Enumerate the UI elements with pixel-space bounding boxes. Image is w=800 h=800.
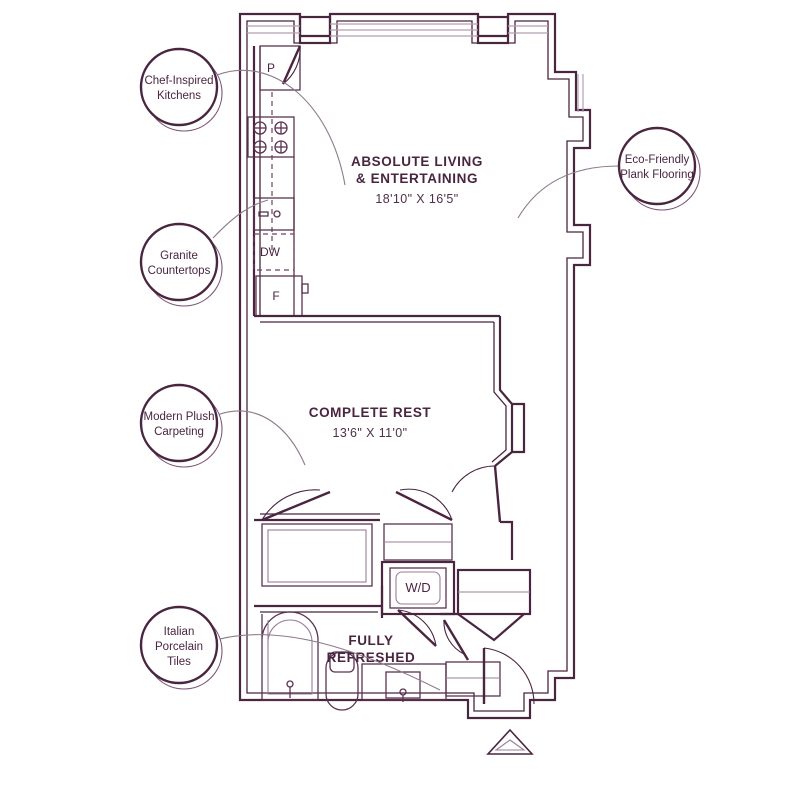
entry-closet — [440, 568, 532, 697]
refrigerator-label: F — [272, 289, 279, 303]
bathroom-title: FULLY — [348, 633, 393, 648]
window-wall-top — [247, 15, 548, 45]
room-labels: ABSOLUTE LIVING & ENTERTAINING 18'10" X … — [309, 154, 483, 665]
badge-porcelain-line1: Italian — [164, 626, 195, 638]
leader-granite — [212, 199, 269, 239]
leader-porcelain — [215, 634, 441, 691]
kitchen-walls: P — [247, 45, 309, 317]
badge-chef-line1: Chef-Inspired — [144, 75, 213, 87]
badge-leader-lines — [212, 69, 620, 691]
badge-flooring-line2: Plank Flooring — [620, 169, 694, 181]
window-right — [577, 74, 584, 112]
badge-porcelain-line2: Porcelain — [155, 641, 203, 653]
badge-chef-inspired-kitchens[interactable]: Chef-Inspired Kitchens — [139, 47, 223, 132]
badge-italian-porcelain-tiles[interactable]: Italian Porcelain Tiles — [139, 605, 223, 690]
living-room-dimensions: 18'10" X 16'5" — [375, 192, 458, 206]
north-arrow-icon — [486, 728, 534, 755]
badge-flooring-line1: Eco-Friendly — [625, 154, 690, 166]
exterior-walls — [238, 12, 592, 720]
badge-granite-countertops[interactable]: Granite Countertops — [139, 222, 223, 307]
badge-chef-line2: Kitchens — [157, 90, 201, 102]
bathroom-title-line2: REFRESHED — [327, 650, 416, 665]
badge-ring — [617, 126, 697, 206]
cooktop-burners — [253, 121, 288, 154]
bathroom-walls: W/D — [254, 560, 456, 711]
badge-carpeting-line1: Modern Plush — [144, 411, 215, 423]
badge-ring — [139, 605, 219, 685]
badge-ring — [139, 222, 219, 302]
bedroom-dimensions: 13'6" X 11'0" — [333, 426, 408, 440]
bedroom-title: COMPLETE REST — [309, 405, 432, 420]
living-room-title: ABSOLUTE LIVING — [351, 154, 483, 169]
bedroom-walls — [254, 314, 526, 560]
entry-door — [482, 647, 535, 705]
badge-modern-plush-carpeting[interactable]: Modern Plush Carpeting — [139, 383, 223, 468]
leader-plank-flooring — [517, 165, 620, 219]
leader-chef-kitchens — [216, 69, 346, 186]
badge-porcelain-line3: Tiles — [167, 656, 191, 668]
dishwasher-label: DW — [260, 245, 281, 259]
badge-carpeting-line2: Carpeting — [154, 426, 204, 438]
badge-eco-friendly-plank-flooring[interactable]: Eco-Friendly Plank Flooring — [617, 126, 701, 211]
closets — [261, 488, 453, 587]
leader-carpeting — [216, 410, 306, 466]
badge-ring — [139, 383, 219, 463]
badge-ring — [139, 47, 219, 127]
badge-granite-line2: Countertops — [148, 265, 211, 277]
living-room-title-line2: & ENTERTAINING — [356, 171, 478, 186]
badge-granite-line1: Granite — [160, 250, 198, 262]
washer-dryer-label: W/D — [405, 580, 430, 595]
pantry-label: P — [267, 61, 275, 75]
